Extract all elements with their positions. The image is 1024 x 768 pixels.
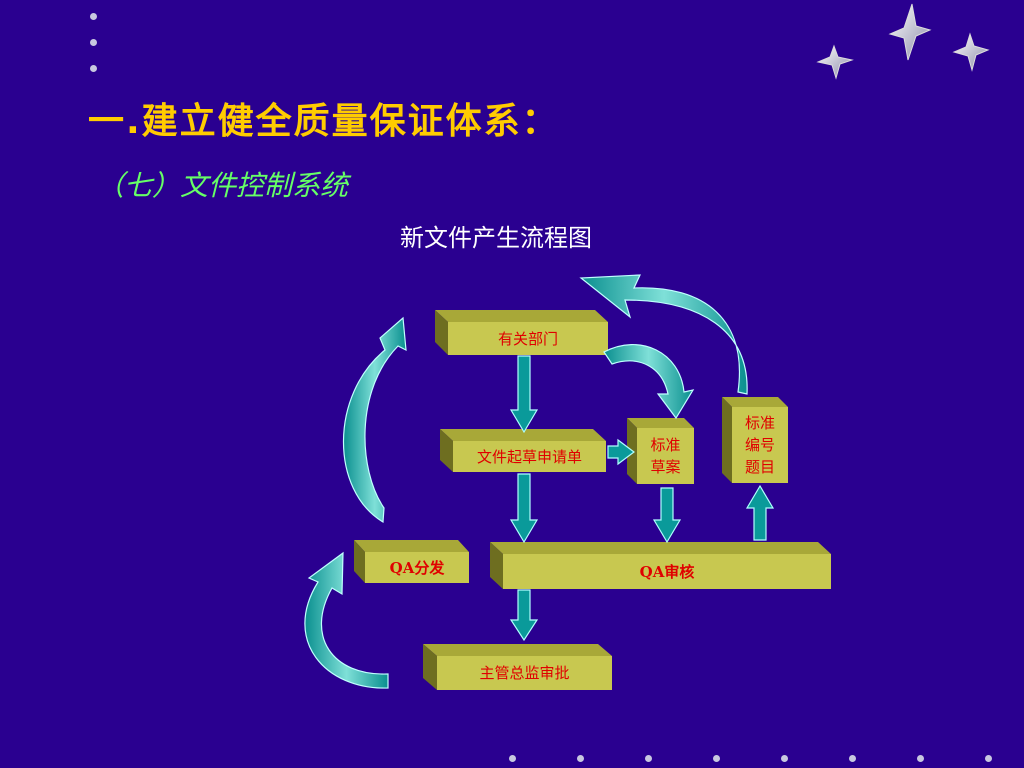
- box-standard-draft: [627, 418, 694, 484]
- arrow-down-icon: [509, 355, 539, 434]
- box-director-approve: [423, 644, 612, 690]
- curved-arrow-left-icon: [342, 316, 407, 524]
- slide-title: 一.建立健全质量保证体系：: [88, 101, 560, 142]
- curved-arrow-bottom-icon: [304, 551, 389, 689]
- box-line: 题目: [744, 458, 775, 476]
- box-line: 编号: [744, 436, 775, 454]
- decor-dot: [645, 755, 652, 762]
- box-draft-request-label: 文件起草申请单: [476, 447, 582, 466]
- decor-dot: [917, 755, 924, 762]
- box-qa-review: [490, 542, 831, 589]
- slide-subtitle: （七）文件控制系统: [96, 169, 349, 202]
- arrow-up-icon: [745, 484, 775, 541]
- decor-dot: [713, 755, 720, 762]
- box-director-approve-label: 主管总监审批: [479, 664, 570, 682]
- box-standard-number: [722, 397, 788, 483]
- decor-dot: [90, 65, 97, 72]
- curved-arrow-top-icon: [579, 274, 748, 395]
- decor-dot: [577, 755, 584, 762]
- arrow-right-icon: [607, 438, 635, 466]
- box-standard-number-label: 标准 编号 题目: [732, 407, 788, 483]
- star-icon: [888, 3, 932, 61]
- box-standard-draft-label: 标准 草案: [637, 428, 694, 484]
- box-dept: [435, 310, 608, 355]
- star-icon: [816, 44, 854, 80]
- arrow-down-icon: [509, 473, 539, 544]
- arrow-down-icon: [509, 589, 539, 642]
- box-line: 标准: [650, 436, 681, 454]
- decor-dot: [781, 755, 788, 762]
- decor-dot: [90, 13, 97, 20]
- box-line: 草案: [650, 458, 681, 476]
- curved-arrow-small-icon: [603, 344, 695, 420]
- box-line: 标准: [744, 414, 775, 432]
- star-icon: [952, 32, 990, 72]
- decor-dot: [985, 755, 992, 762]
- arrow-down-icon: [652, 487, 682, 544]
- decor-dot: [509, 755, 516, 762]
- decor-dot: [90, 39, 97, 46]
- box-dept-label: 有关部门: [497, 329, 558, 348]
- box-draft-request: [440, 429, 606, 472]
- box-qa-review-label: QA审核: [639, 562, 695, 581]
- box-qa-distribute-label: QA分发: [389, 558, 445, 577]
- decor-dot: [849, 755, 856, 762]
- diagram-title: 新文件产生流程图: [400, 224, 592, 252]
- box-qa-distribute: [354, 540, 469, 583]
